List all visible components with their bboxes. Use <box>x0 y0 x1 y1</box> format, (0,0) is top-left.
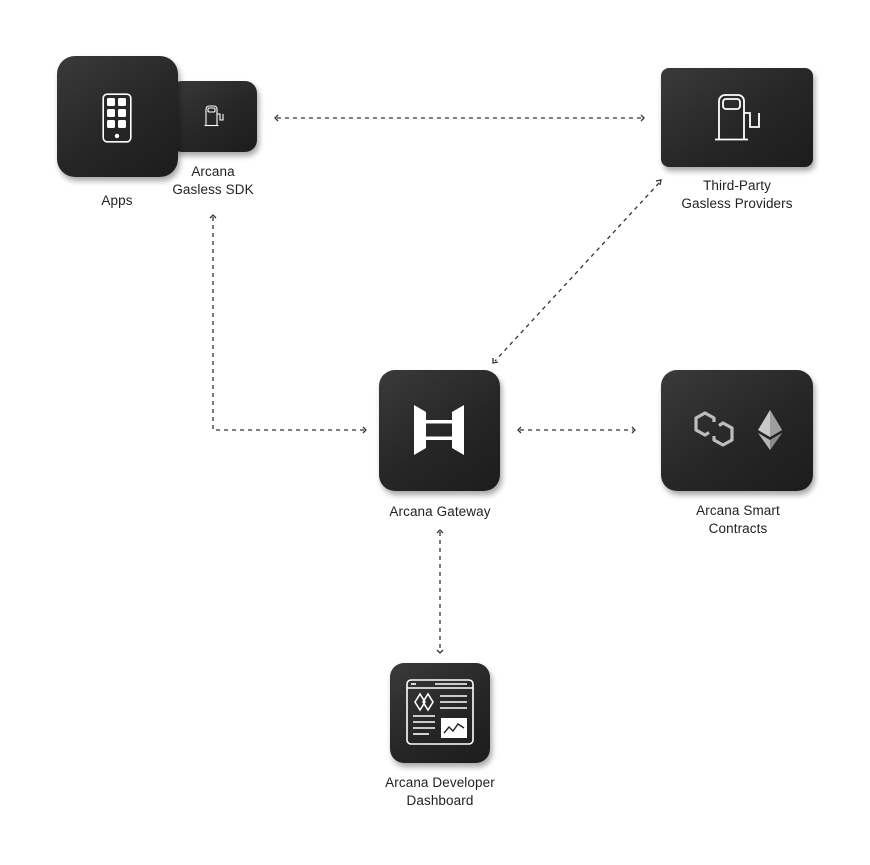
arrowhead <box>362 426 367 434</box>
fuel-pump-icon <box>204 105 224 127</box>
contracts-node-tile[interactable] <box>661 370 813 491</box>
arrowhead <box>436 649 444 654</box>
ethereum-icon <box>758 410 782 450</box>
arrowhead <box>640 114 645 122</box>
gateway-node-tile[interactable] <box>379 370 500 491</box>
arrowhead <box>209 214 217 219</box>
connector-sdk-gateway <box>212 217 364 431</box>
arrowhead <box>436 529 444 534</box>
arrowhead <box>655 179 662 186</box>
arrowheads <box>209 114 662 654</box>
providers-node-tile[interactable] <box>661 68 813 167</box>
smartphone-icon <box>102 93 132 143</box>
arrowhead <box>492 358 499 364</box>
dashboard-icon <box>406 679 474 745</box>
connector-providers-gateway <box>494 182 660 362</box>
polygon-icon <box>694 411 734 447</box>
dashboard-label: Arcana Developer Dashboard <box>385 775 495 808</box>
arrowhead <box>274 114 279 122</box>
apps-label: Apps <box>101 193 133 208</box>
contracts-label: Arcana Smart Contracts <box>696 503 780 536</box>
fuel-pump-icon <box>715 94 760 141</box>
arrowhead <box>517 426 522 434</box>
sdk-label: Arcana Gasless SDK <box>172 164 254 197</box>
arcana-gateway-logo-icon <box>414 405 464 455</box>
gateway-label: Arcana Gateway <box>389 504 491 519</box>
providers-label: Third-Party Gasless Providers <box>681 178 793 211</box>
sdk-node-tile[interactable] <box>170 81 257 152</box>
arrowhead <box>631 426 636 434</box>
apps-node-tile[interactable] <box>57 56 178 177</box>
